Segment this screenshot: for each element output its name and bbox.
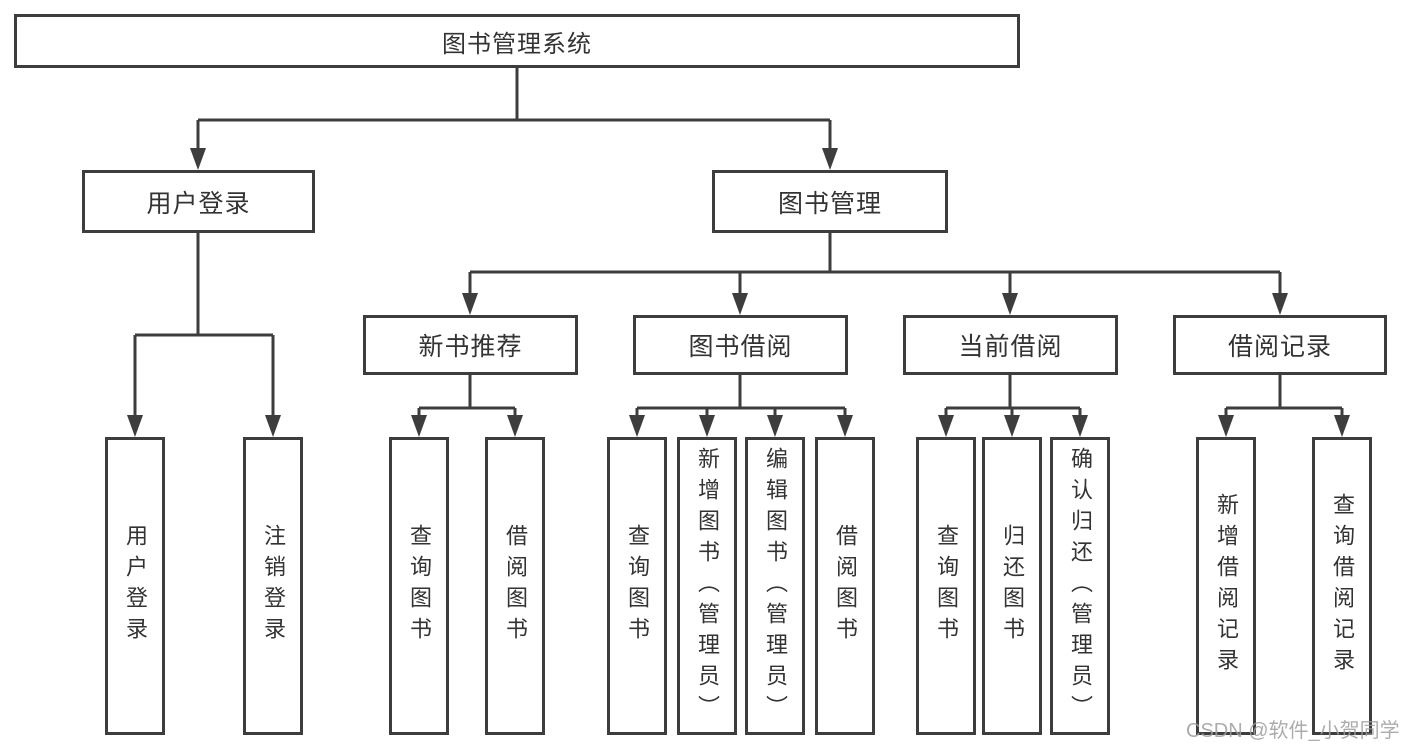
- node-label: 查询图书: [934, 524, 959, 648]
- leaf-edit-book-admin: 编辑图书（管理员）: [745, 437, 805, 735]
- leaf-query-borrow-record: 查询借阅记录: [1312, 437, 1372, 735]
- leaf-add-borrow-record: 新增借阅记录: [1196, 437, 1256, 735]
- node-label: 新书推荐: [418, 333, 523, 361]
- node-label: 借阅图书: [503, 524, 528, 648]
- node-label: 图书借阅: [688, 333, 793, 361]
- node-label: 图书管理系统: [442, 30, 592, 58]
- node-label: 归还图书: [1000, 524, 1025, 648]
- leaf-user-login: 用户登录: [105, 437, 165, 735]
- csdn-watermark: CSDN @软件_小贺同学: [1186, 720, 1400, 742]
- node-label: 借阅记录: [1227, 333, 1332, 361]
- node-label: 新增借阅记录: [1214, 493, 1239, 679]
- node-label: 查询图书: [407, 524, 432, 648]
- node-label: 查询借阅记录: [1330, 493, 1355, 679]
- node-current-borrowing: 当前借阅: [903, 315, 1118, 375]
- node-label: 用户登录: [146, 189, 251, 218]
- node-label: 借阅图书: [833, 524, 858, 648]
- leaf-query-books-current: 查询图书: [916, 437, 976, 735]
- leaf-confirm-return-admin: 确认归还（管理员）: [1050, 437, 1110, 735]
- leaf-borrow-books-recommend: 借阅图书: [485, 437, 545, 735]
- leaf-borrow-books-borrowing: 借阅图书: [815, 437, 875, 735]
- node-label: 用户登录: [123, 524, 148, 648]
- node-label: 编辑图书（管理员）: [763, 446, 788, 726]
- node-library-management-system: 图书管理系统: [14, 14, 1020, 68]
- node-label: 注销登录: [261, 524, 286, 648]
- leaf-query-books-borrowing: 查询图书: [607, 437, 667, 735]
- node-book-management: 图书管理: [712, 170, 948, 233]
- node-label: 当前借阅: [958, 333, 1063, 361]
- leaf-query-books-recommend: 查询图书: [389, 437, 449, 735]
- node-book-borrowing: 图书借阅: [633, 315, 848, 375]
- leaf-return-books: 归还图书: [982, 437, 1042, 735]
- node-user-login: 用户登录: [82, 170, 315, 233]
- leaf-add-book-admin: 新增图书（管理员）: [677, 437, 737, 735]
- node-label: 图书管理: [777, 189, 882, 218]
- leaf-logout: 注销登录: [243, 437, 303, 735]
- node-label: 新增图书（管理员）: [695, 446, 720, 726]
- node-borrowing-records: 借阅记录: [1173, 315, 1387, 375]
- node-label: 查询图书: [625, 524, 650, 648]
- node-new-book-recommendation: 新书推荐: [363, 315, 578, 375]
- node-label: 确认归还（管理员）: [1068, 446, 1093, 726]
